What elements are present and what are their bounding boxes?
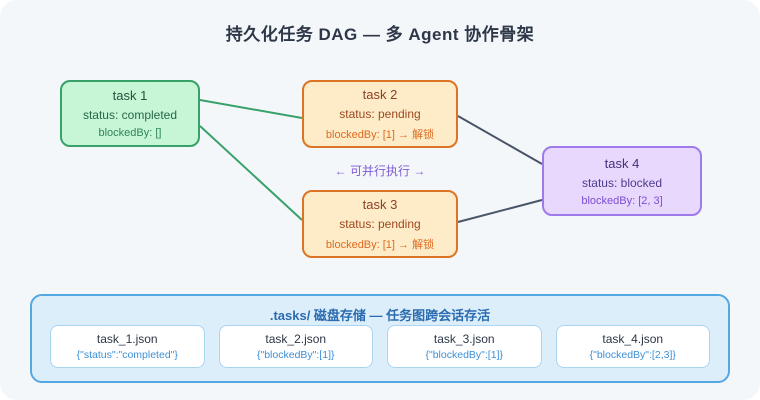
task-name: task 3 xyxy=(362,196,398,212)
file-name: task_4.json xyxy=(602,332,664,346)
file-name: task_2.json xyxy=(265,332,327,346)
file-card-task1: task_1.json {"status":"completed"} xyxy=(50,325,205,368)
file-json-content: {"blockedBy":[2,3]} xyxy=(589,349,676,361)
task-status: status: completed xyxy=(82,108,178,122)
task-name: task 4 xyxy=(604,155,640,171)
task-status: status: pending xyxy=(339,106,421,121)
task-node-2: task 2 status: pending blockedBy: [1] → … xyxy=(302,80,458,148)
task-node-1: task 1 status: completed blockedBy: [] xyxy=(60,80,200,147)
task-blockedby: blockedBy: [2, 3] xyxy=(581,194,663,207)
file-card-task2: task_2.json {"blockedBy":[1]} xyxy=(218,325,373,368)
task-node-3: task 3 status: pending blockedBy: [1] → … xyxy=(302,190,458,258)
file-json-content: {"blockedBy":[1]} xyxy=(425,349,503,361)
task-blockedby: blockedBy: [1] → 解锁 xyxy=(325,128,435,141)
page-title: 持久化任务 DAG — 多 Agent 协作骨架 xyxy=(225,25,535,44)
file-card-task4: task_4.json {"blockedBy":[2,3]} xyxy=(555,325,710,368)
file-name: task_1.json xyxy=(96,332,158,346)
file-name: task_3.json xyxy=(433,332,495,346)
parallel-execution-hint: ← 可并行执行 → xyxy=(334,164,426,178)
file-card-row: task_1.json {"status":"completed"} task_… xyxy=(50,325,710,368)
storage-panel-title: .tasks/ 磁盘存储 — 任务图跨会话存活 xyxy=(269,308,491,323)
task-status: status: pending xyxy=(339,216,421,231)
task-blockedby: blockedBy: [] xyxy=(98,127,162,139)
task-node-4: task 4 status: blocked blockedBy: [2, 3] xyxy=(542,146,702,216)
task-name: task 2 xyxy=(362,86,398,102)
task-blockedby: blockedBy: [1] → 解锁 xyxy=(325,238,435,251)
task-name: task 1 xyxy=(112,88,148,103)
file-card-task3: task_3.json {"blockedBy":[1]} xyxy=(387,325,542,368)
disk-storage-panel: .tasks/ 磁盘存储 — 任务图跨会话存活 task_1.json {"st… xyxy=(30,294,730,383)
file-json-content: {"blockedBy":[1]} xyxy=(256,349,335,361)
file-json-content: {"status":"completed"} xyxy=(76,349,178,361)
task-status: status: blocked xyxy=(581,175,663,190)
